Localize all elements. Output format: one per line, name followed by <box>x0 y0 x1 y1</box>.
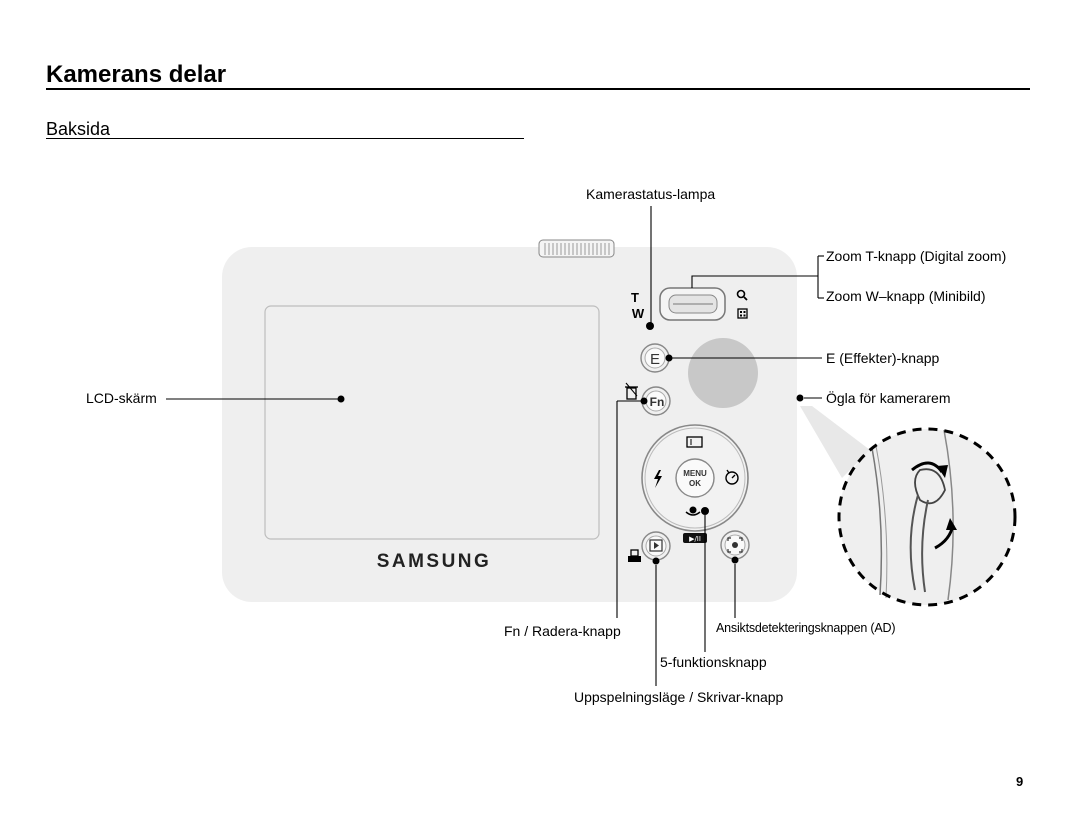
lcd-screen <box>264 305 600 540</box>
lens-circle <box>688 338 758 408</box>
svg-text:▶/II: ▶/II <box>689 535 701 543</box>
trash-icon <box>625 382 638 400</box>
brand-logo: SAMSUNG <box>377 551 492 572</box>
five-function-marker <box>701 507 709 515</box>
callout-fn-delete: Fn / Radera-knapp <box>504 623 621 639</box>
callout-lcd: LCD-skärm <box>86 390 157 406</box>
timer-icon <box>725 469 739 485</box>
zoom-rocker <box>659 287 726 321</box>
callout-face-detect: Ansiktsdetekteringsknappen (AD) <box>716 621 896 635</box>
callout-zoom-t: Zoom T-knapp (Digital zoom) <box>826 248 1007 264</box>
svg-text:E: E <box>650 351 660 368</box>
zoom-t-glyph: T <box>631 290 639 305</box>
shutter-button <box>538 239 615 258</box>
status-lamp <box>646 322 654 330</box>
strap-rotate-arrow-icon <box>911 461 957 550</box>
zoom-in-magnifier-icon <box>736 289 748 301</box>
playback-marker <box>652 557 660 565</box>
lcd-marker <box>337 395 345 403</box>
callout-e-effects: E (Effekter)-knapp <box>826 350 940 366</box>
five-function-pad: MENU OK <box>641 424 749 532</box>
page-title: Kamerans delar <box>46 61 227 88</box>
menu-label: MENU <box>683 469 707 478</box>
e-button-marker <box>665 354 673 362</box>
display-icon <box>686 436 703 448</box>
play-icon <box>649 539 663 552</box>
zoom-w-glyph: W <box>632 306 645 321</box>
ok-label: OK <box>689 479 701 488</box>
page-number: 9 <box>1016 774 1024 789</box>
fn-marker <box>640 397 648 405</box>
callout-zoom-w: Zoom W–knapp (Minibild) <box>826 288 986 304</box>
macro-icon <box>685 506 701 516</box>
play-pause-badge: ▶/II <box>683 533 707 543</box>
svg-text:Fn: Fn <box>650 395 665 409</box>
face-detect-marker <box>731 556 739 564</box>
callout-playback-print: Uppspelningsläge / Skrivar-knapp <box>574 689 784 705</box>
strap-zoom-wedge <box>800 406 870 478</box>
thumbnail-grid-icon <box>737 308 748 319</box>
strap-eyelet-marker <box>796 394 804 402</box>
section-subtitle: Baksida <box>46 119 111 139</box>
subtitle-rule <box>46 138 524 139</box>
callout-status-lamp: Kamerastatus-lampa <box>586 186 716 202</box>
printer-icon <box>628 549 641 562</box>
leader-lines <box>166 206 824 686</box>
strap-detail <box>837 427 1017 607</box>
flash-icon <box>654 470 662 488</box>
e-button: E <box>640 343 670 373</box>
callout-five-function: 5-funktionsknapp <box>660 654 767 670</box>
title-rule <box>46 88 1030 90</box>
callout-strap: Ögla för kamerarem <box>826 390 951 406</box>
face-detect-icon <box>727 537 743 553</box>
